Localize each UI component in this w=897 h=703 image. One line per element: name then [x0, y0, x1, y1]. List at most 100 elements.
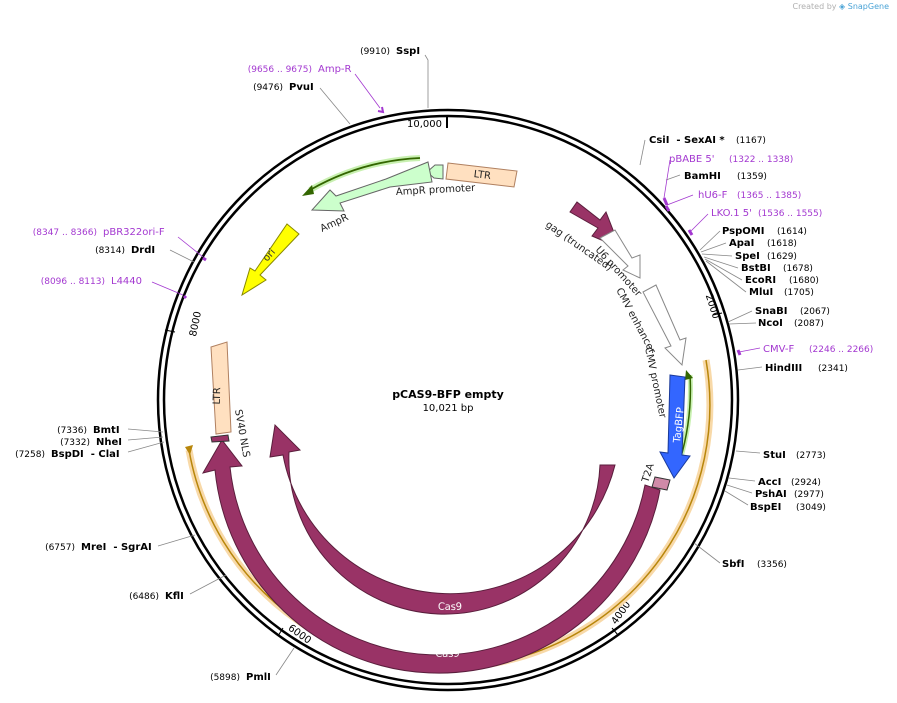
cmv-promoter-label: CMV promoter: [642, 346, 668, 420]
primer-mark-pbabe: [662, 197, 669, 206]
primer-name-hu6-f: hU6-F: [698, 190, 728, 201]
tick-2000: [712, 312, 723, 316]
ampr-promoter-label: AmpR promoter: [396, 183, 477, 198]
ampr-label: AmpR: [319, 212, 351, 235]
primer-name-amp-r: Amp-R: [318, 64, 352, 75]
cas9-inner-arc: [269, 423, 616, 615]
site-pos-kfli: (6486): [129, 592, 159, 602]
snapgene-credit: Created by ◈ SnapGene: [792, 2, 889, 11]
site-name-bamhi: BamHI: [684, 171, 721, 182]
primer-marks: [182, 106, 742, 356]
site-pos-sbfi: (3356): [757, 560, 787, 570]
site-pos-hindiii: (2341): [818, 364, 848, 374]
site-pos-drdi: (8314): [95, 246, 125, 256]
tick-label-10000: 10,000: [407, 119, 442, 130]
tick-6000: [277, 627, 284, 637]
leader-bamhi: [665, 174, 681, 181]
site-name-bspdi: BspDI - ClaI: [51, 449, 120, 460]
site-pos-pshai: (2977): [794, 490, 824, 500]
site-name-csii: CsiI - SexAI *: [649, 135, 725, 146]
leader-ecori: [704, 258, 743, 281]
site-name-pmli: PmlI: [246, 672, 271, 683]
site-pos-acci: (2924): [791, 478, 821, 488]
leader-hu6-f: [666, 194, 694, 206]
site-pos-ncoi: (2087): [794, 319, 824, 329]
leader-drdi: [169, 249, 195, 263]
ampr-orf-line: [309, 157, 421, 191]
cas9-inner-label: Cas9: [438, 602, 463, 613]
leader-lines: [127, 54, 763, 676]
leader-pmli: [275, 647, 295, 676]
site-name-sbfi: SbfI: [722, 559, 744, 570]
leader-pshai: [726, 484, 753, 494]
site-name-pshai: PshAI: [755, 489, 787, 500]
site-pos-bmti: (7336): [57, 426, 87, 436]
cas9-outer-label: Cas9: [435, 649, 460, 660]
leader-lko1: [689, 213, 709, 233]
backbone-outer: [156, 108, 740, 692]
plasmid-name: pCAS9-BFP empty: [392, 388, 504, 401]
plasmid-size: 10,021 bp: [423, 403, 474, 414]
ltr-left-label: LTR: [212, 387, 224, 405]
tick-8000: [164, 329, 176, 333]
sv40-nls-box: [210, 434, 230, 443]
leader-acci: [728, 477, 756, 482]
primer-name-l4440: L4440: [111, 276, 142, 287]
site-name-pspomi: PspOMI: [722, 226, 764, 237]
site-pos-stui: (2773): [796, 451, 826, 461]
primer-name-cmv-f: CMV-F: [763, 344, 794, 355]
site-pos-bspdi: (7258): [15, 450, 45, 460]
site-name-nhei: NheI: [96, 437, 122, 448]
primer-range-hu6-f: (1365 .. 1385): [737, 191, 801, 201]
site-name-bstbi: BstBI: [741, 263, 771, 274]
primer-mark-l4440: [182, 294, 188, 300]
primer-range-amp-r: (9656 .. 9675): [248, 65, 312, 75]
site-name-bmti: BmtI: [93, 425, 120, 436]
ori-arrow: [241, 223, 300, 297]
site-name-drdi: DrdI: [131, 245, 155, 256]
leader-sspi: [424, 54, 429, 108]
leader-pbabe: [663, 159, 671, 199]
primer-mark-pbr322ori-f: [202, 256, 207, 262]
leader-kfli: [189, 574, 227, 595]
ltr-top-label: LTR: [473, 169, 492, 182]
leader-nhei: [127, 436, 164, 441]
primer-mark-lko1: [687, 229, 694, 236]
site-name-mlui: MluI: [749, 287, 773, 298]
site-name-ncoi: NcoI: [758, 318, 783, 329]
leader-cmv-f: [738, 347, 761, 353]
site-pos-mrei: (6757): [45, 543, 75, 553]
site-pos-sspi: (9910): [360, 47, 390, 57]
site-pos-apai: (1618): [767, 239, 797, 249]
cas9-outer-arc: [201, 439, 661, 674]
leader-amp-r: [354, 73, 381, 109]
ampr-orf-arrow-icon: [302, 185, 314, 196]
site-pos-snabi: (2067): [800, 307, 830, 317]
leader-bstbi: [703, 256, 739, 269]
orf-green-arrow-icon: [685, 370, 693, 380]
leader-bspei: [724, 490, 749, 506]
site-pos-bstbi: (1678): [783, 264, 813, 274]
primer-range-pbabe: (1322 .. 1338): [729, 155, 793, 165]
site-name-apai: ApaI: [729, 238, 754, 249]
primer-name-pbr322ori-f: pBR322ori-F: [103, 227, 165, 238]
leader-bmti: [127, 428, 164, 433]
tagbfp-arrow: [659, 374, 691, 479]
site-pos-pspomi: (1614): [777, 227, 807, 237]
site-name-kfli: KflI: [165, 591, 184, 602]
site-name-ecori: EcoRI: [745, 275, 776, 286]
primer-mark-amp-r: [377, 106, 385, 114]
credit-prefix: Created by: [792, 2, 837, 11]
leader-snabi: [727, 310, 753, 323]
t2a-box: [651, 476, 671, 491]
site-pos-csii: (1167): [736, 136, 766, 146]
primer-labels: (9656 .. 9675) Amp-R (8347 .. 8366) pBR3…: [33, 64, 874, 355]
site-pos-pvui: (9476): [253, 83, 283, 93]
primer-range-lko1: (1536 .. 1555): [758, 209, 822, 219]
leader-pvui: [319, 87, 351, 125]
site-name-sspi: SspI: [396, 46, 420, 57]
primer-mark-hu6-f: [664, 205, 671, 212]
site-name-bspei: BspEI: [750, 502, 781, 513]
site-pos-mlui: (1705): [784, 288, 814, 298]
leader-sbfi: [693, 542, 721, 564]
